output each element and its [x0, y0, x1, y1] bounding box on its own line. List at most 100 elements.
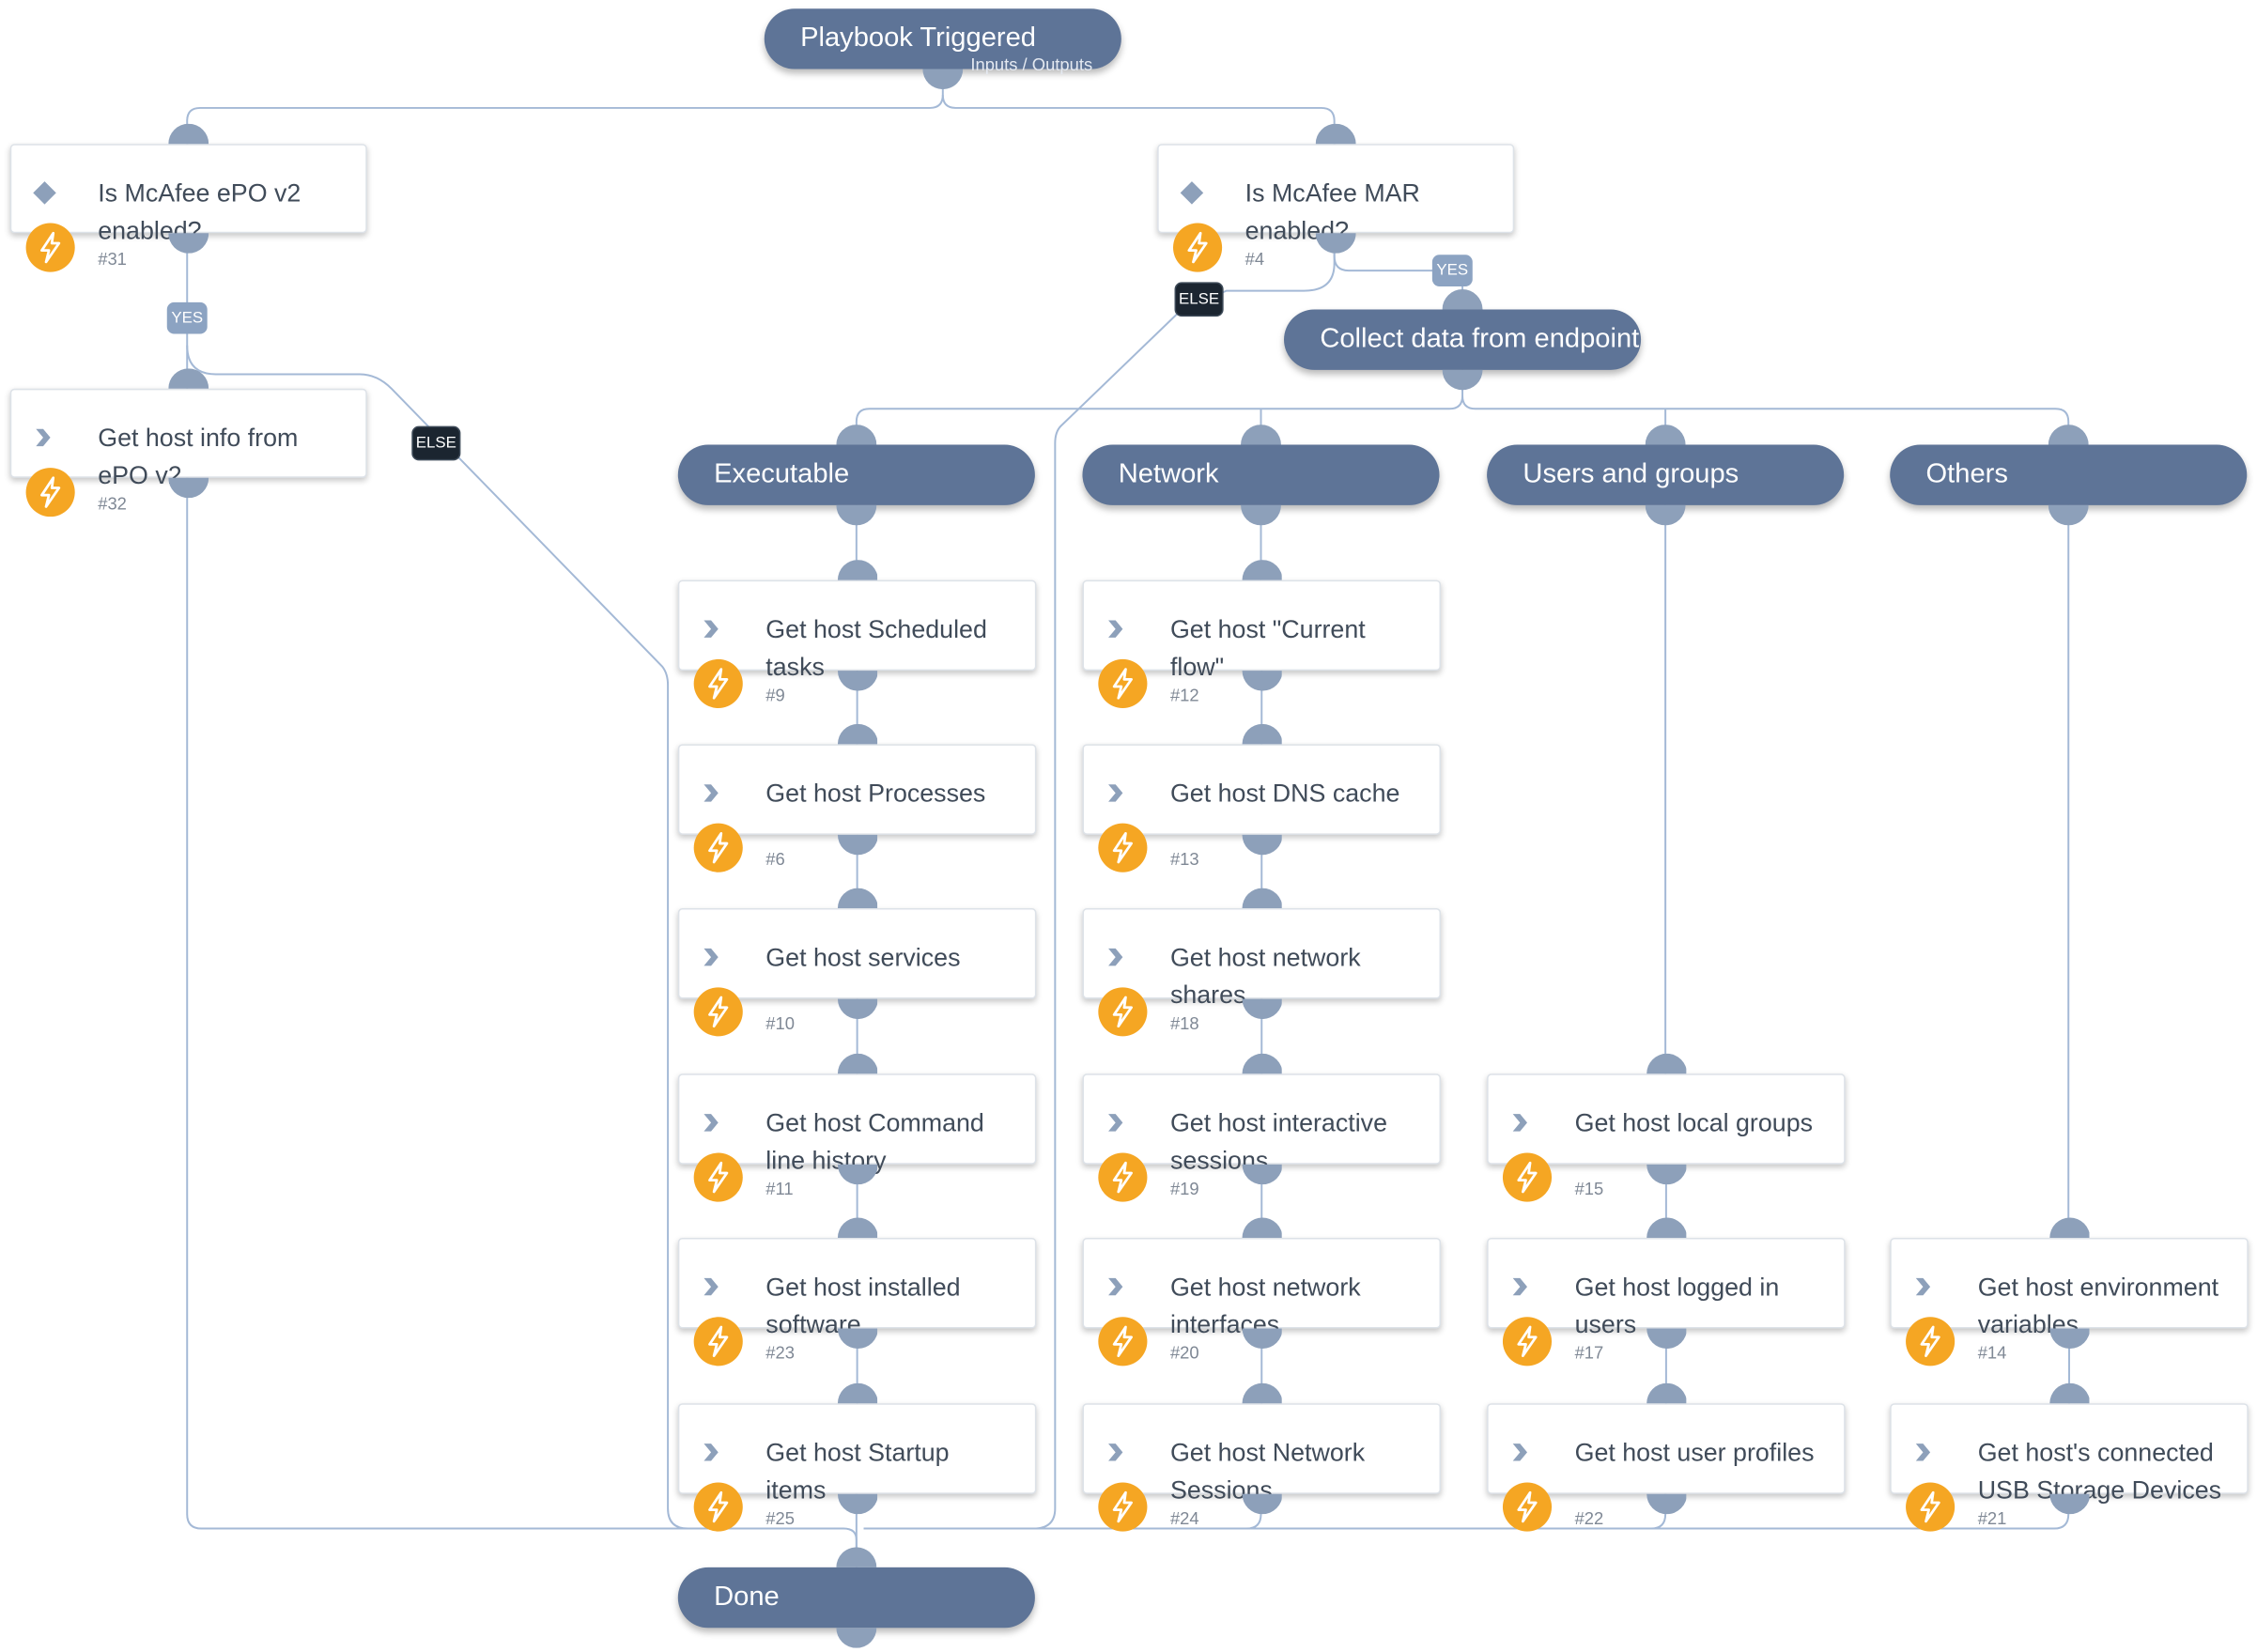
input-connector[interactable] — [1241, 888, 1282, 909]
inputs-outputs-link[interactable]: Inputs / Outputs — [970, 54, 1093, 75]
input-connector[interactable] — [837, 1053, 878, 1074]
condition-task-n4[interactable]: Is McAfee MAR enabled?#4 — [1157, 144, 1515, 272]
task-id: #19 — [1169, 1179, 1199, 1199]
task-n22[interactable]: Get host user profiles#22 — [1487, 1403, 1846, 1532]
input-connector[interactable] — [837, 1217, 878, 1238]
output-connector[interactable] — [1241, 998, 1282, 1020]
input-connector[interactable] — [168, 368, 209, 389]
input-connector[interactable] — [837, 888, 878, 909]
task-n25[interactable]: Get host Startup items#25 — [677, 1403, 1037, 1532]
input-connector[interactable] — [2048, 1217, 2090, 1238]
input-connector[interactable] — [1241, 723, 1282, 745]
stage-exe[interactable]: Executable — [677, 444, 1035, 505]
output-connector[interactable] — [837, 998, 878, 1020]
task-n10[interactable]: Get host services#10 — [677, 908, 1037, 1037]
task-id: #17 — [1574, 1342, 1604, 1364]
task-id: #18 — [1169, 1012, 1199, 1034]
output-connector[interactable] — [836, 1628, 877, 1648]
input-connector[interactable] — [1241, 1217, 1282, 1238]
yes-branch-label[interactable]: YES — [1431, 255, 1473, 286]
task-id: #4 — [1244, 249, 1265, 270]
task-id: #11 — [765, 1179, 794, 1199]
input-connector[interactable] — [1645, 425, 1686, 445]
task-name: Get host Scheduled tasks — [765, 614, 987, 681]
output-connector[interactable] — [2048, 1328, 2090, 1349]
task-n21[interactable]: Get host's connected USB Storage Devices… — [1890, 1403, 2249, 1532]
output-connector[interactable] — [836, 504, 877, 526]
automation-bolt-icon — [1906, 1482, 1956, 1532]
input-connector[interactable] — [836, 425, 877, 445]
input-connector[interactable] — [2048, 1382, 2090, 1404]
output-connector[interactable] — [1241, 1493, 1282, 1515]
output-connector[interactable] — [1442, 369, 1483, 391]
output-connector[interactable] — [2048, 1493, 2090, 1515]
task-name: Get host services — [765, 942, 961, 972]
task-n14[interactable]: Get host environment variables#14 — [1890, 1237, 2249, 1366]
task-n24[interactable]: Get host Network Sessions#24 — [1082, 1403, 1442, 1532]
output-connector[interactable] — [1241, 504, 1281, 526]
task-n9[interactable]: Get host Scheduled tasks#9 — [677, 579, 1037, 709]
task-n23[interactable]: Get host installed software#23 — [677, 1237, 1037, 1366]
else-branch-label[interactable]: ELSE — [1174, 282, 1224, 317]
output-connector[interactable] — [922, 69, 964, 90]
output-connector[interactable] — [1315, 233, 1356, 254]
task-n32[interactable]: Get host info from ePO v2#32 — [9, 388, 367, 517]
output-connector[interactable] — [1646, 1328, 1687, 1349]
input-connector[interactable] — [1241, 1382, 1282, 1404]
input-connector[interactable] — [1442, 289, 1483, 310]
task-n15[interactable]: Get host local groups#15 — [1487, 1073, 1846, 1202]
task-n6[interactable]: Get host Processes#6 — [677, 744, 1037, 872]
automation-bolt-icon — [1098, 658, 1148, 709]
output-connector[interactable] — [837, 671, 878, 691]
stage-oth[interactable]: Others — [1890, 444, 2248, 505]
task-n13[interactable]: Get host DNS cache#13 — [1082, 744, 1442, 872]
input-connector[interactable] — [1241, 560, 1282, 580]
output-connector[interactable] — [1241, 834, 1282, 856]
input-connector[interactable] — [837, 1382, 878, 1404]
condition-task-n31[interactable]: Is McAfee ePO v2 enabled?#31 — [9, 144, 367, 272]
stage-collect[interactable]: Collect data from endpoint — [1284, 309, 1642, 370]
task-n20[interactable]: Get host network interfaces#20 — [1082, 1237, 1442, 1366]
output-connector[interactable] — [837, 834, 878, 856]
yes-branch-label[interactable]: YES — [166, 301, 208, 334]
task-n11[interactable]: Get host Command line history#11 — [677, 1073, 1037, 1202]
input-connector[interactable] — [837, 723, 878, 745]
output-connector[interactable] — [837, 1164, 878, 1185]
output-connector[interactable] — [1241, 1328, 1282, 1349]
task-n19[interactable]: Get host interactive sessions#19 — [1082, 1073, 1442, 1202]
stage-title: Collect data from endpoint — [1320, 323, 1640, 355]
input-connector[interactable] — [168, 123, 209, 145]
task-n17[interactable]: Get host logged in users#17 — [1487, 1237, 1846, 1366]
stage-title: Done — [714, 1582, 780, 1613]
output-connector[interactable] — [1646, 1164, 1687, 1185]
wire-31-else-to-done — [186, 345, 858, 1567]
stage-usr[interactable]: Users and groups — [1487, 444, 1845, 505]
output-connector[interactable] — [837, 1328, 878, 1349]
task-n18[interactable]: Get host network shares#18 — [1082, 908, 1442, 1037]
output-connector[interactable] — [2048, 504, 2089, 526]
chevron-right-icon — [1104, 1274, 1130, 1300]
input-connector[interactable] — [1315, 123, 1356, 145]
output-connector[interactable] — [1645, 504, 1686, 526]
task-n12[interactable]: Get host "Current flow"#12 — [1082, 579, 1442, 709]
input-connector[interactable] — [1646, 1382, 1687, 1404]
automation-bolt-icon — [1098, 1482, 1148, 1532]
input-connector[interactable] — [837, 560, 878, 580]
output-connector[interactable] — [837, 1493, 878, 1515]
stage-done[interactable]: Done — [677, 1567, 1035, 1629]
stage-net[interactable]: Network — [1082, 444, 1440, 505]
output-connector[interactable] — [168, 233, 209, 254]
input-connector[interactable] — [1646, 1053, 1687, 1074]
input-connector[interactable] — [2048, 425, 2089, 445]
input-connector[interactable] — [1241, 1053, 1282, 1074]
output-connector[interactable] — [1241, 1164, 1282, 1185]
output-connector[interactable] — [1646, 1493, 1687, 1515]
output-connector[interactable] — [168, 477, 209, 499]
automation-bolt-icon — [693, 1482, 743, 1532]
input-connector[interactable] — [836, 1547, 877, 1567]
output-connector[interactable] — [1241, 671, 1282, 691]
input-connector[interactable] — [1241, 425, 1281, 445]
input-connector[interactable] — [1646, 1217, 1687, 1238]
else-branch-label[interactable]: ELSE — [411, 425, 461, 461]
